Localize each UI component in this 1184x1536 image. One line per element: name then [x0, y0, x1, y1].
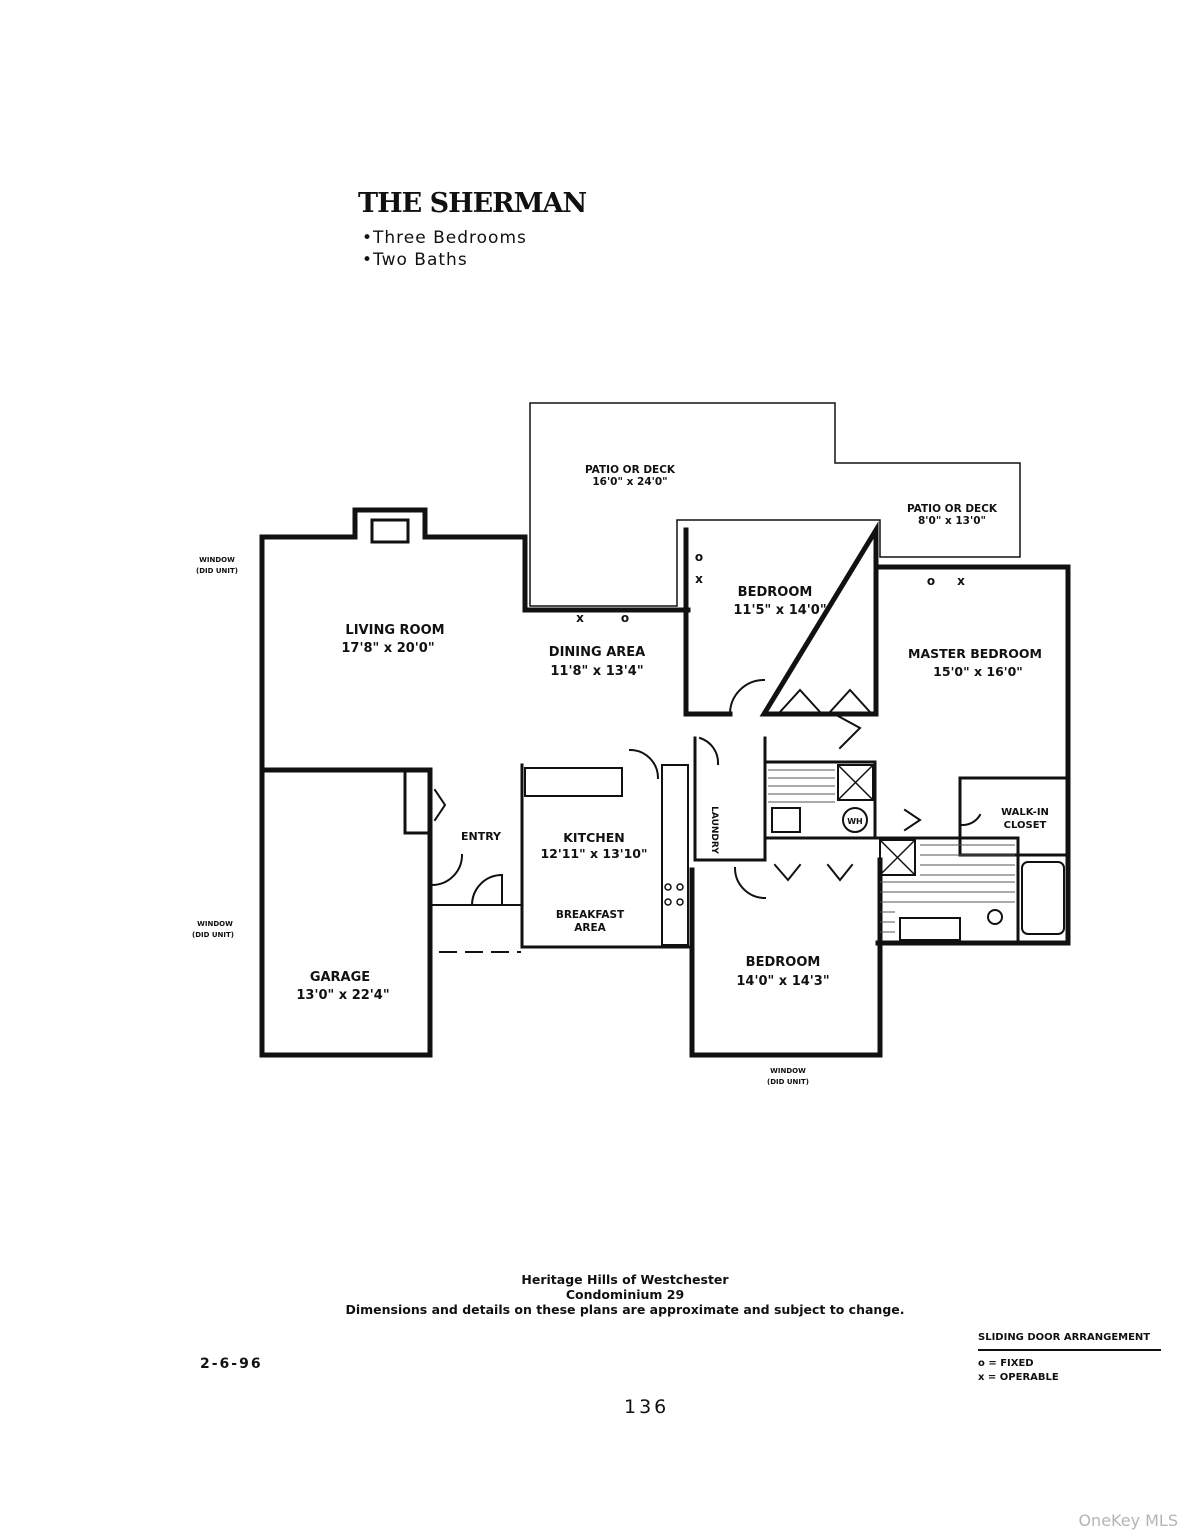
master-bath-tile-hatch [880, 844, 1015, 933]
patio-main-name: PATIO OR DECK [585, 464, 676, 476]
bedroom2-name: BEDROOM [746, 955, 821, 970]
bedroom2-dims: 14'0" x 14'3" [736, 974, 829, 989]
master-name: MASTER BEDROOM [908, 646, 1042, 661]
legend-operable: x = OPERABLE [978, 1372, 1059, 1383]
kitchen-counter-upper [524, 767, 623, 797]
window-sublabel: (DID UNIT) [192, 931, 234, 939]
bedroom1-walls [683, 521, 879, 717]
stove-burner [676, 898, 684, 906]
bath-tile-hatch [768, 769, 835, 803]
door-kitchen [628, 748, 660, 780]
laundry-label: LAUNDRY [709, 806, 719, 854]
legend-title: SLIDING DOOR ARRANGEMENT [978, 1332, 1151, 1343]
bath-walls [763, 760, 877, 840]
kitchen-name: KITCHEN [563, 830, 625, 845]
door-bedroom1 [728, 678, 766, 716]
slider-mark-fixed: o [621, 611, 629, 625]
exterior-wall-top-living [259, 507, 691, 613]
master-shower [879, 839, 916, 876]
living-name: LIVING ROOM [345, 623, 444, 638]
fireplace [370, 518, 410, 544]
footer-community: Heritage Hills of Westchester [521, 1272, 729, 1287]
slider-mark-operable: x [576, 611, 584, 625]
page-number: 136 [624, 1396, 670, 1418]
closet-door-bedroom2 [773, 863, 854, 882]
breakfast-name2: AREA [574, 922, 606, 934]
shower-cross [836, 763, 875, 802]
dining-dims: 11'8" x 13'4" [550, 664, 643, 679]
window-label: WINDOW [770, 1067, 806, 1075]
feature-baths: •Two Baths [362, 250, 468, 270]
walkin-name: WALK-IN [1001, 807, 1049, 818]
legend-fixed: o = FIXED [978, 1358, 1034, 1369]
entry-name: ENTRY [461, 830, 502, 843]
kitchen-walls [520, 763, 694, 949]
closet-wall [403, 768, 432, 835]
patio-main-dims: 16'0" x 24'0" [592, 476, 667, 488]
living-dims: 17'8" x 20'0" [341, 641, 434, 656]
door-master [836, 714, 862, 750]
slider-mark-operable: x [695, 572, 703, 586]
feature-bedrooms: •Three Bedrooms [362, 228, 527, 248]
water-heater-label: WH [847, 817, 863, 826]
vanity [899, 917, 961, 941]
stove-burner [664, 898, 672, 906]
window-label: WINDOW [197, 920, 233, 928]
watermark: OneKey MLS [1078, 1511, 1178, 1530]
master-walls [873, 564, 1071, 946]
door-laundry [698, 736, 720, 766]
patio-main-outline [529, 402, 1021, 607]
patio-side-dims: 8'0" x 13'0" [918, 515, 986, 527]
window-sublabel: (DID UNIT) [767, 1078, 809, 1086]
laundry-wall [693, 736, 767, 862]
door-entry-side [430, 853, 464, 887]
plan-date: 2-6-96 [200, 1356, 263, 1372]
toilet [987, 909, 1003, 925]
garage-walls [259, 767, 433, 1058]
master-shower-cross [878, 838, 917, 877]
window-label: WINDOW [199, 556, 235, 564]
stove-burner [676, 883, 684, 891]
closet-door-walkin [903, 808, 922, 832]
dining-name: DINING AREA [549, 645, 645, 660]
breakfast-name: BREAKFAST [556, 909, 625, 921]
garage-dims: 13'0" x 22'4" [296, 988, 389, 1003]
plan-title: THE SHERMAN [358, 188, 587, 219]
legend-divider [978, 1349, 1161, 1351]
footer-disclaimer: Dimensions and details on these plans ar… [345, 1302, 905, 1317]
closet-door-bedroom1 [778, 688, 872, 714]
door-walkin [960, 813, 982, 827]
kitchen-dims: 12'11" x 13'10" [540, 846, 647, 861]
slider-mark-fixed: o [927, 574, 935, 588]
walkin-name2: CLOSET [1004, 820, 1047, 831]
bedroom1-name: BEDROOM [738, 585, 813, 600]
master-bath-walls [876, 836, 1020, 945]
slider-mark-fixed: o [695, 550, 703, 564]
window-sublabel: (DID UNIT) [196, 567, 238, 575]
bath-sink [771, 807, 801, 833]
water-heater [842, 807, 868, 833]
bathtub [1021, 861, 1065, 935]
kitchen-counter-side [661, 764, 689, 946]
door-entry [470, 873, 503, 907]
stove-burner [664, 883, 672, 891]
slider-mark-operable: x [957, 574, 965, 588]
bedroom1-dims: 11'5" x 14'0" [733, 603, 826, 618]
shower [837, 764, 874, 801]
door-bedroom2 [733, 866, 767, 900]
footer-condominium: Condominium 29 [565, 1287, 685, 1302]
garage-name: GARAGE [310, 970, 370, 985]
patio-side-name: PATIO OR DECK [907, 503, 998, 515]
master-dims: 15'0" x 16'0" [933, 664, 1023, 679]
closet-door-entry [433, 788, 447, 822]
